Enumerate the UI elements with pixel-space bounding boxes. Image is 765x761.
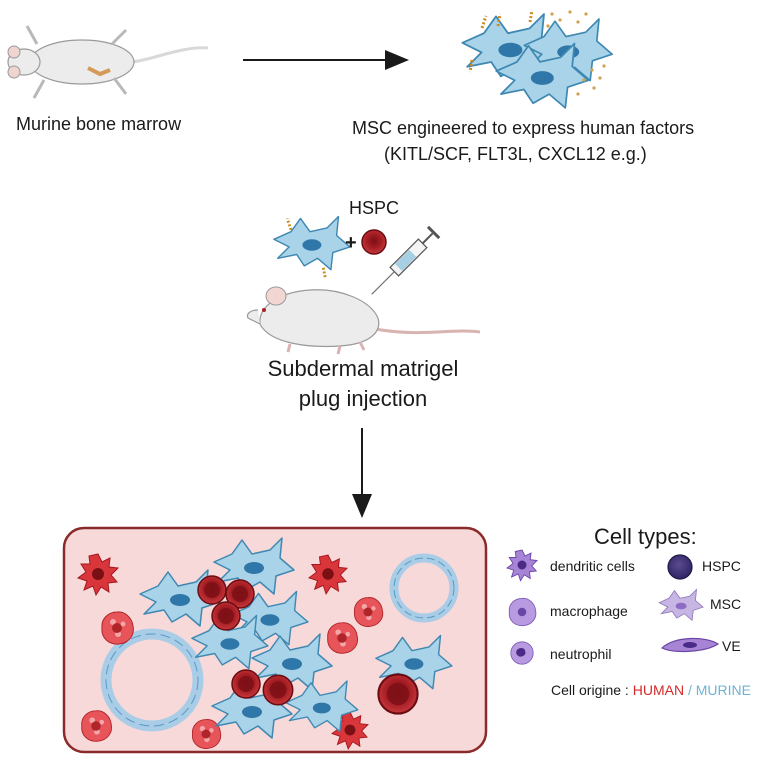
legend-label-ve: VE	[722, 638, 741, 654]
injection-caption-line2: plug injection	[298, 386, 428, 411]
legend-label-dendritic-cells: dendritic cells	[550, 558, 635, 574]
msc-cell-icon	[273, 215, 351, 278]
cell-origin-legend: Cell origine : HUMAN / MURINE	[551, 682, 751, 698]
cell-origin-label: Cell origine :	[551, 682, 629, 698]
msc-engineered-label: MSC engineered to express human factors	[352, 118, 695, 138]
hspc-label: HSPC	[349, 198, 400, 218]
engineered-msc-cluster-icon	[461, 9, 614, 109]
mouse-top-view-icon	[7, 25, 209, 99]
ve-legend-icon	[660, 637, 720, 653]
vessel-icon	[100, 553, 459, 732]
syringe-icon	[371, 225, 441, 295]
macrophage-icon	[508, 597, 537, 627]
legend-label-hspc: HSPC	[702, 558, 741, 574]
murine-bone-marrow-label: Murine bone marrow	[16, 114, 182, 134]
legend-label-macrophage: macrophage	[550, 603, 628, 619]
mouse-side-view-icon	[246, 286, 481, 355]
origin-human-label: HUMAN	[632, 682, 685, 698]
plus-sign: +	[345, 232, 357, 254]
msc-legend-icon	[658, 588, 704, 622]
legend-label-msc: MSC	[710, 596, 742, 612]
neutrophil-icon	[510, 641, 534, 665]
origin-murine-label: MURINE	[695, 682, 751, 698]
dendritic-cell-icon	[506, 549, 538, 582]
origin-separator: /	[687, 682, 692, 698]
hspc-legend-icon	[667, 554, 693, 580]
legend-label-neutrophil: neutrophil	[550, 646, 612, 662]
hspc-cell-icon	[361, 229, 387, 255]
legend-title: Cell types:	[594, 524, 697, 549]
human-factors-label: (KITL/SCF, FLT3L, CXCL12 e.g.)	[384, 144, 647, 164]
injection-caption-line1: Subdermal matrigel	[267, 356, 459, 381]
